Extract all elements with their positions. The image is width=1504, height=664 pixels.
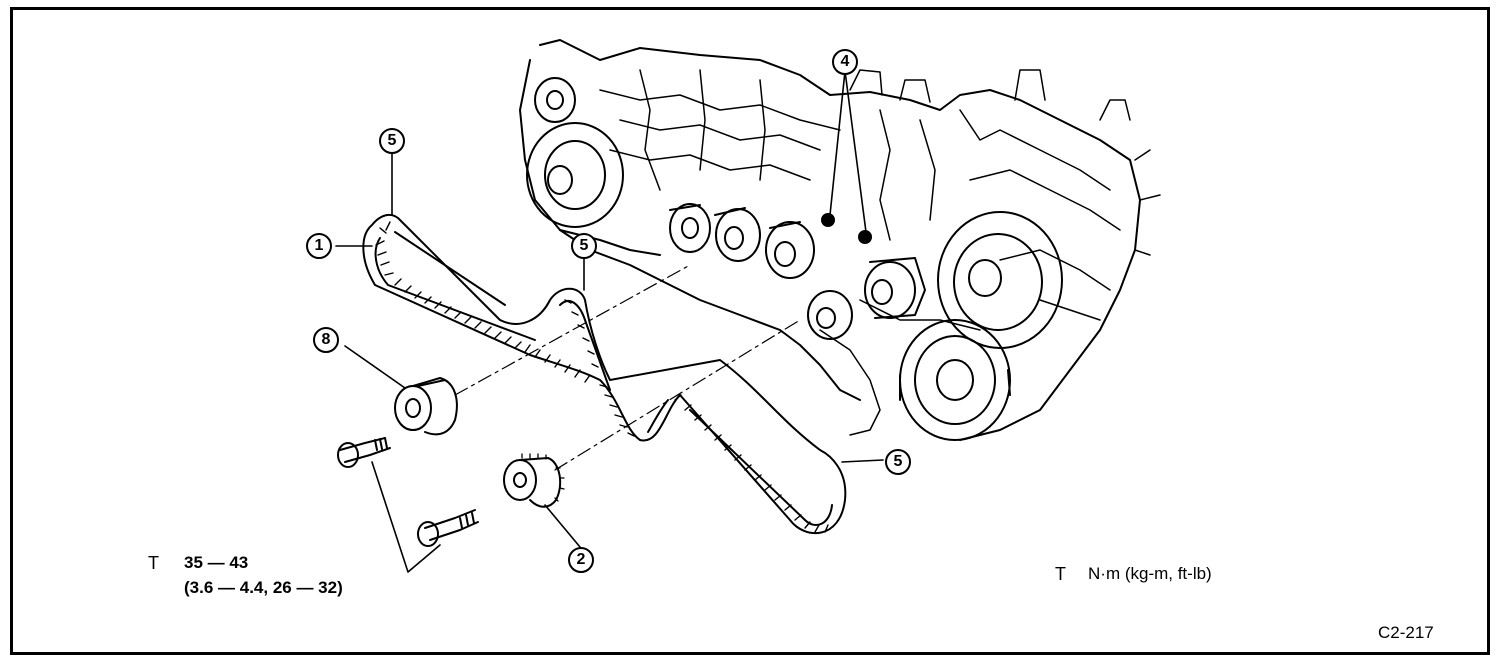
- torque-alt-range: (3.6 — 4.4, 26 — 32): [184, 578, 343, 597]
- torque-symbol: T: [148, 553, 159, 573]
- bolts: [337, 437, 479, 547]
- crankshaft-pulley: [899, 319, 1011, 441]
- idler-pulley-group: [669, 203, 926, 340]
- idler-pulley: [394, 377, 458, 436]
- diagram-frame: [10, 7, 1490, 655]
- units-symbol: T: [1055, 564, 1066, 584]
- callout-2: 2: [568, 547, 594, 573]
- callout-1: 1: [306, 233, 332, 259]
- torque-range: 35 — 43: [184, 553, 249, 572]
- callout-4: 4: [832, 49, 858, 75]
- figure-code: C2-217: [1378, 623, 1434, 642]
- callout-8: 8: [313, 327, 339, 353]
- callout-5-top: 5: [379, 128, 405, 154]
- camshaft-pulley-right: [937, 211, 1063, 349]
- timing-belt: [362, 213, 847, 534]
- units-text: N·m (kg-m, ft-lb): [1088, 564, 1212, 583]
- camshaft-pulley-left: [526, 77, 624, 228]
- studs: [821, 213, 872, 244]
- callout-5-middle: 5: [571, 233, 597, 259]
- toothed-idler: [503, 453, 565, 508]
- callout-5-right: 5: [885, 449, 911, 475]
- leader-lines: [335, 70, 884, 573]
- engine-block: [519, 39, 1161, 441]
